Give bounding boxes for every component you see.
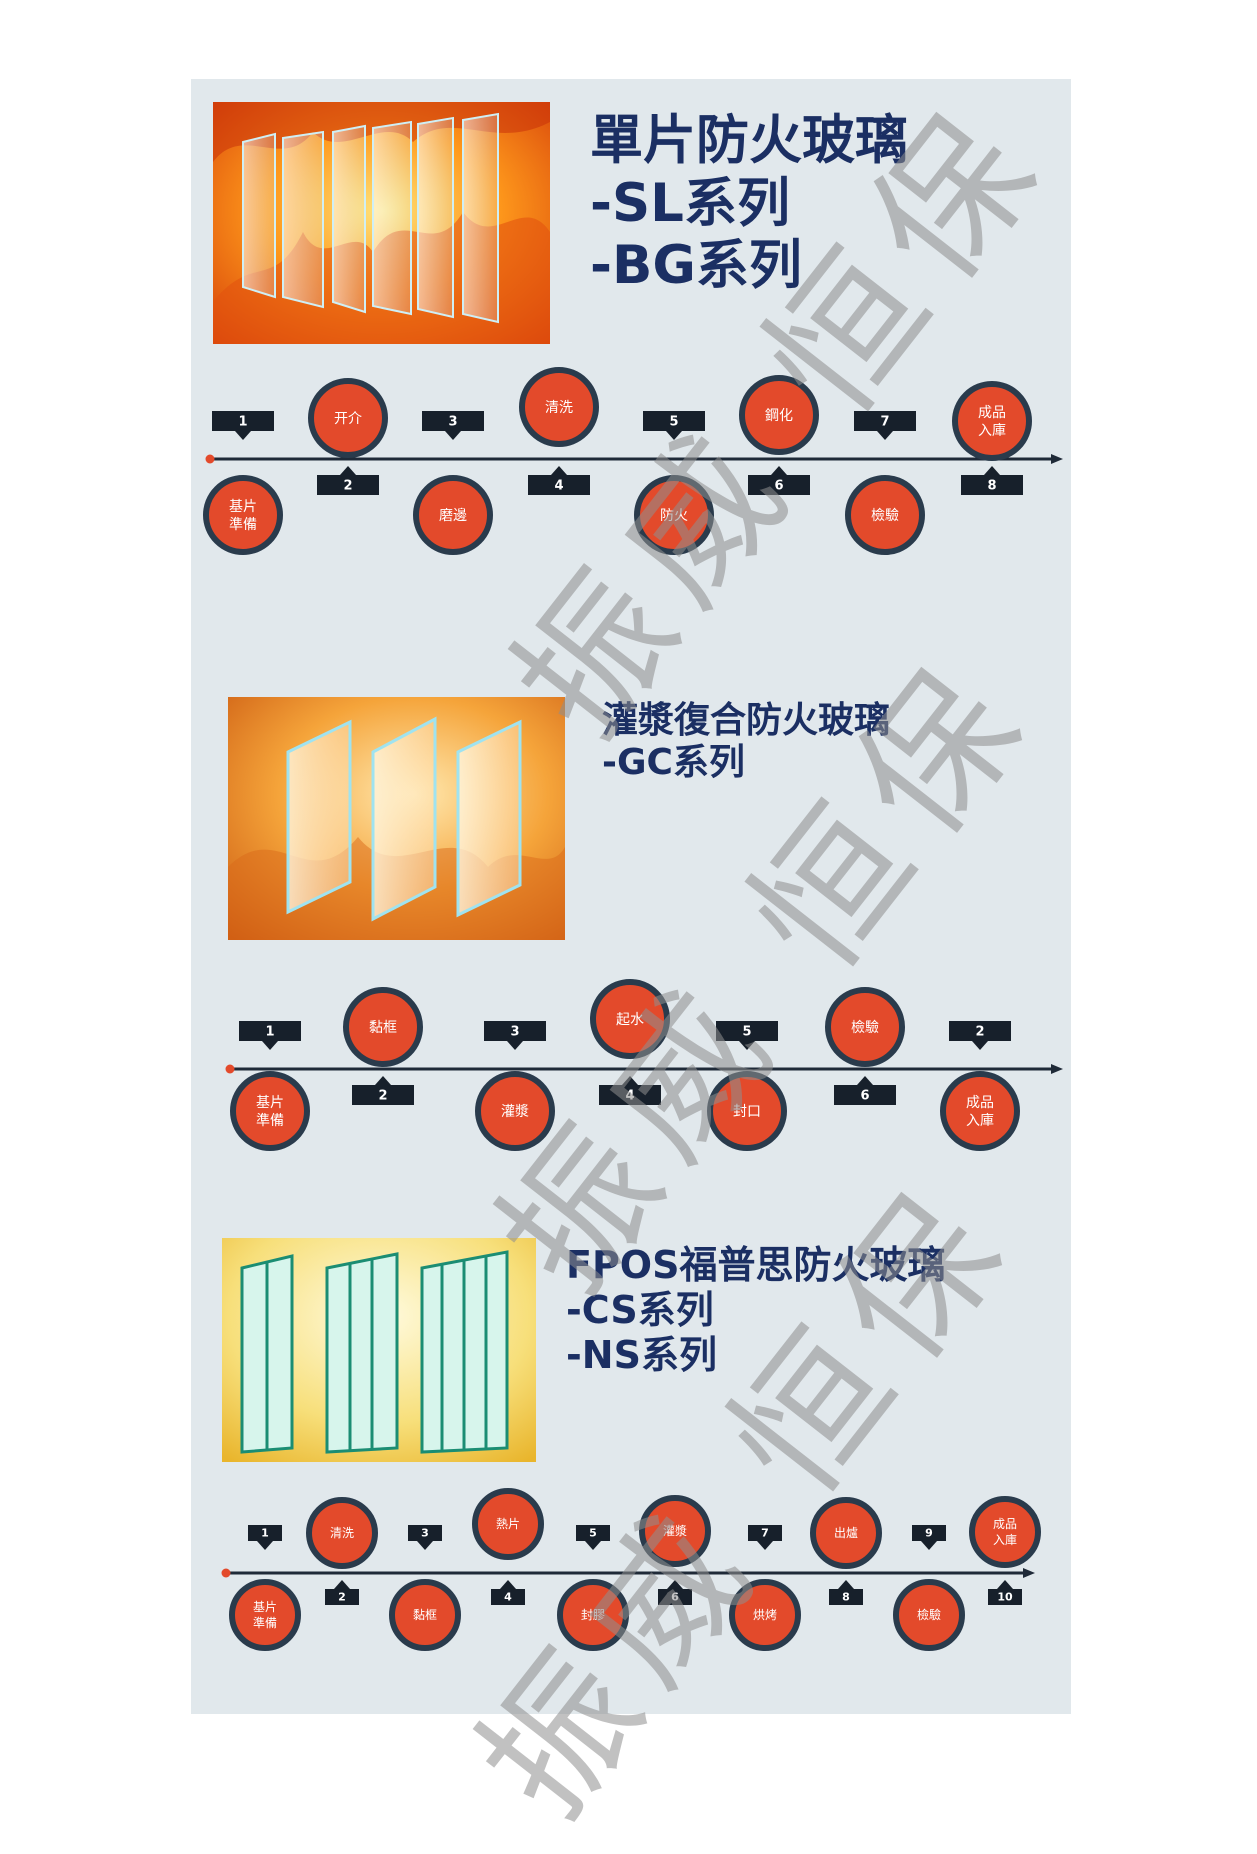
- section-1-image: [213, 102, 550, 344]
- section-3-title-line-3: -NS系列: [566, 1332, 717, 1377]
- section-2-title-line-1: 灌漿復合防火玻璃: [602, 700, 891, 741]
- section-2-title-line-2: -GC系列: [602, 742, 745, 784]
- section-1-title-line-3: -BG系列: [590, 235, 802, 297]
- section-3-title-line-2: -CS系列: [566, 1287, 714, 1332]
- section-3-title-line-1: FPOS福普思防火玻璃: [566, 1243, 946, 1287]
- section-3-title: FPOS福普思防火玻璃 -CS系列 -NS系列: [566, 1243, 945, 1377]
- section-2-title: 灌漿復合防火玻璃 -GC系列: [602, 700, 890, 785]
- section-1-title-line-2: -SL系列: [590, 172, 790, 234]
- section-3-image: [222, 1238, 536, 1462]
- section-1-title: 單片防火玻璃 -SL系列 -BG系列: [590, 110, 908, 298]
- section-1-title-line-1: 單片防火玻璃: [590, 110, 908, 171]
- section-2-image: [228, 697, 565, 940]
